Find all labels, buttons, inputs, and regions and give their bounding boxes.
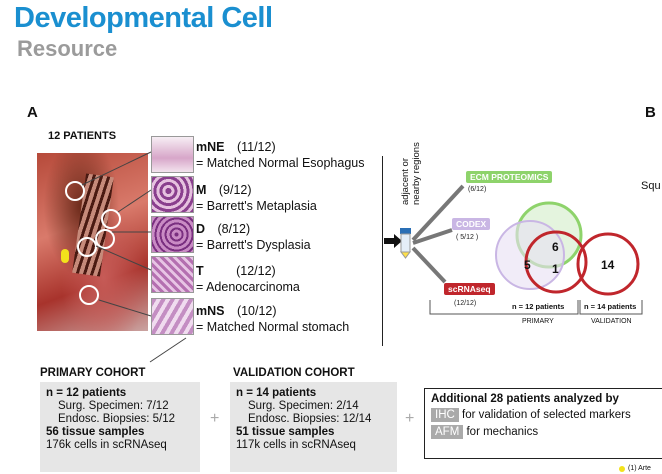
- ecm-count: (6/12): [468, 186, 487, 193]
- primary-surg: Surg. Specimen: 7/12: [58, 400, 169, 412]
- plus-sign-1: +: [210, 410, 220, 427]
- histology-thumb-mns: [151, 298, 194, 335]
- afm-desc: for mechanics: [466, 426, 539, 438]
- marker-dot: [61, 249, 69, 263]
- region-code: T: [196, 264, 204, 278]
- additional-title: Additional 28 patients analyzed by: [431, 393, 619, 405]
- scrnaseq-count: (12/12): [454, 300, 477, 307]
- region-code: mNS: [196, 304, 225, 318]
- venn-value-ecm-scrna: 6: [552, 240, 559, 254]
- additional-patients-box: Additional 28 patients analyzed by IHC f…: [424, 388, 662, 459]
- journal-title: Developmental Cell: [14, 2, 273, 34]
- adjacent-regions-note: adjacent or nearby regions: [400, 142, 422, 205]
- codex-tag: CODEX: [452, 218, 491, 230]
- sample-circle-d: [95, 229, 115, 249]
- validation-endosc: Endosc. Biopsies: 12/14: [248, 413, 372, 425]
- validation-cohort-title: VALIDATION COHORT: [233, 367, 355, 379]
- patients-title: 12 PATIENTS: [48, 130, 117, 142]
- region-count: (10/12): [236, 304, 277, 318]
- region-desc: = Barrett's Metaplasia: [196, 199, 317, 213]
- validation-cohort-box: n = 14 patients Surg. Specimen: 2/14 End…: [230, 382, 397, 472]
- panel-b-label: B: [645, 104, 656, 121]
- sample-circle-mne: [65, 181, 85, 201]
- venn-value-validation: 14: [601, 258, 615, 272]
- primary-n: n = 12 patients: [46, 387, 127, 399]
- sample-circle-m: [101, 209, 121, 229]
- afm-tag: AFM: [431, 425, 464, 439]
- region-count: (9/12): [218, 183, 252, 197]
- histology-thumb-m: [151, 176, 194, 213]
- section-label: Resource: [17, 36, 118, 61]
- sample-circle-t: [77, 237, 97, 257]
- region-desc: = Barrett's Dysplasia: [196, 238, 311, 252]
- region-code: mNE: [196, 140, 225, 154]
- validation-label: VALIDATION: [591, 318, 632, 325]
- validation-surg: Surg. Specimen: 2/14: [248, 400, 359, 412]
- region-code: D: [196, 222, 206, 236]
- region-d: D (8/12) = Barrett's Dysplasia: [196, 220, 311, 252]
- region-desc: = Matched Normal stomach: [196, 320, 350, 334]
- plus-sign-2: +: [405, 410, 415, 427]
- region-t: T (12/12) = Adenocarcinoma: [196, 262, 300, 294]
- region-count: (8/12): [217, 222, 251, 236]
- histology-thumb-d: [151, 216, 194, 253]
- region-desc: = Matched Normal Esophagus: [196, 156, 365, 170]
- region-m: M (9/12) = Barrett's Metaplasia: [196, 181, 317, 213]
- footer-note: (1) Arte: [628, 465, 651, 472]
- region-count: (12/12): [236, 264, 276, 278]
- ihc-tag: IHC: [431, 408, 459, 422]
- region-mns: mNS (10/12) = Matched Normal stomach: [196, 302, 349, 334]
- histology-thumb-t: [151, 256, 194, 293]
- validation-cells: 117k cells in scRNAseq: [236, 439, 356, 451]
- validation-n: n = 14 patients: [236, 387, 317, 399]
- primary-label: PRIMARY: [522, 318, 554, 325]
- region-count: (11/12): [236, 140, 276, 154]
- region-mne: mNE (11/12) = Matched Normal Esophagus: [196, 138, 365, 170]
- n-primary: n = 12 patients: [512, 302, 565, 311]
- codex-count: ( 5/12 ): [456, 234, 479, 241]
- primary-endosc: Endosc. Biopsies: 5/12: [58, 413, 175, 425]
- primary-cells: 176k cells in scRNAseq: [46, 439, 167, 451]
- n-validation: n = 14 patients: [584, 302, 637, 311]
- scrnaseq-tag: scRNAseq: [444, 283, 495, 295]
- primary-cohort-title: PRIMARY COHORT: [40, 367, 146, 379]
- ihc-desc: for validation of selected markers: [462, 409, 631, 421]
- region-code: M: [196, 183, 207, 197]
- ecm-proteomics-tag: ECM PROTEOMICS: [466, 171, 553, 183]
- sample-circle-mns: [79, 285, 99, 305]
- cut-off-text: Squ: [641, 180, 661, 192]
- tissue-specimen-photo: [37, 153, 148, 331]
- histology-thumb-mne: [151, 136, 194, 173]
- primary-samples: 56 tissue samples: [46, 426, 145, 438]
- venn-value-codex-scrna: 5: [524, 258, 531, 272]
- venn-value-scrna-only: 1: [552, 262, 559, 276]
- primary-cohort-box: n = 12 patients Surg. Specimen: 7/12 End…: [40, 382, 200, 472]
- panel-a-label: A: [27, 104, 38, 121]
- region-desc: = Adenocarcinoma: [196, 280, 300, 294]
- panel-divider: [382, 156, 383, 346]
- validation-samples: 51 tissue samples: [236, 426, 335, 438]
